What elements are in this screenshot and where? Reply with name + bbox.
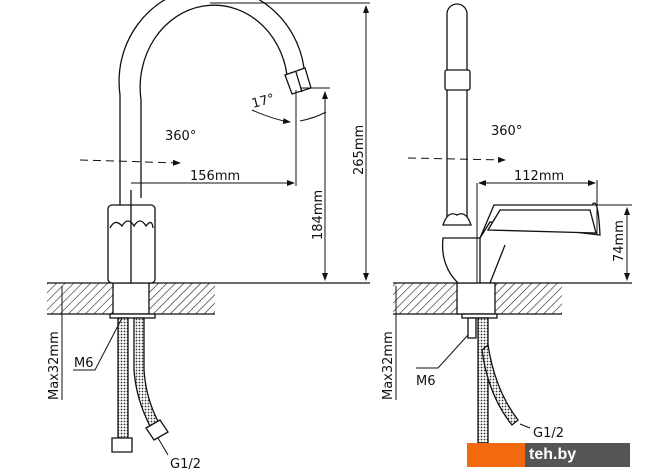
right-dimensions [395, 156, 632, 429]
watermark: teh.by [467, 443, 630, 467]
left-stud-label: M6 [74, 356, 94, 371]
left-spout-height-label: 184mm [311, 190, 326, 240]
watermark-orange-block [467, 443, 525, 467]
left-angle-label: 17° [250, 91, 276, 111]
left-connection-label: G1/2 [170, 457, 201, 471]
right-max-counter-label: Max32mm [381, 331, 396, 400]
right-connection-label: G1/2 [533, 426, 564, 441]
watermark-text: teh.by [525, 443, 630, 467]
left-total-height-label: 265mm [352, 125, 367, 175]
right-countertop [393, 282, 632, 315]
left-reach-label: 156mm [190, 169, 240, 184]
left-countertop [47, 282, 370, 315]
left-dimensions [61, 2, 370, 456]
right-handle-height-label: 74mm [612, 220, 627, 262]
right-rotation-label: 360° [491, 124, 522, 139]
left-rotation-label: 360° [165, 129, 196, 144]
right-stud-label: M6 [416, 374, 436, 389]
right-faucet [441, 3, 601, 444]
right-handle-reach-label: 112mm [514, 169, 564, 184]
left-max-counter-label: Max32mm [47, 331, 62, 400]
left-faucet [107, 0, 312, 453]
